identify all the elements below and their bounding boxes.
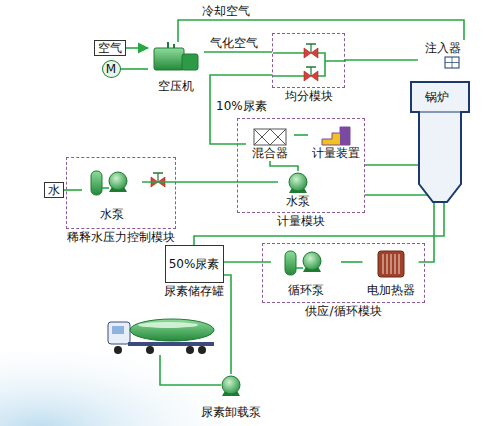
air-compressor: 空压机 xyxy=(148,42,204,94)
pipe-connector xyxy=(121,68,149,70)
node-heading: 尿素储存罐 xyxy=(164,284,224,298)
metering-module: 计量模块混合器计量装置水泵 xyxy=(237,118,365,213)
boiler: 锅炉 xyxy=(405,72,475,207)
unload-hose xyxy=(160,355,221,385)
node-label: 注入器 xyxy=(425,41,461,55)
pipe-connector xyxy=(294,134,308,136)
injector: 注入器 xyxy=(418,40,468,70)
node-label: 水 xyxy=(48,183,60,197)
pipe-connector xyxy=(204,51,272,53)
motor-symbol: M xyxy=(102,60,121,78)
node-label: 空压机 xyxy=(158,79,194,93)
pipe-connector xyxy=(270,161,298,171)
urea-tank: 50%尿素尿素储存罐 xyxy=(165,245,224,283)
node-label: 混合器 xyxy=(252,146,288,160)
cloud-backdrop xyxy=(0,335,270,426)
node-label: 计量模块 xyxy=(277,214,325,228)
node-label: 水泵 xyxy=(100,207,124,221)
node-label: 循环泵 xyxy=(288,283,324,297)
node-label: 均分模块 xyxy=(285,89,333,103)
pipe-connector xyxy=(345,59,418,61)
node-label: 50%尿素 xyxy=(169,257,220,271)
circulation-pump: 循环泵 xyxy=(271,250,341,298)
pipe-connector xyxy=(341,261,363,263)
pipe-connector xyxy=(142,181,278,183)
node-label: 稀释水压力控制模块 xyxy=(67,230,175,244)
electric-heater: 电加热器 xyxy=(363,250,419,298)
unload-pump: 尿素卸载泵 xyxy=(197,374,265,420)
mixer: 混合器 xyxy=(246,127,294,161)
water-pump: 水泵 xyxy=(278,171,318,209)
pressure-valve xyxy=(151,173,165,187)
node-label: M xyxy=(106,62,116,76)
split-module: 均分模块 xyxy=(272,33,345,88)
pipe-connector xyxy=(126,47,148,49)
supply-module: 供应/循环模块循环泵电加热器 xyxy=(262,243,425,303)
dilution-module: 稀释水压力控制模块水泵 xyxy=(66,157,176,229)
splitter-symbol xyxy=(273,34,346,89)
flow-label: 冷却空气 xyxy=(200,4,252,18)
node-label: 尿素卸载泵 xyxy=(201,405,261,419)
node-label: 电加热器 xyxy=(367,283,415,297)
pipe-connector xyxy=(194,195,444,245)
water-inlet: 水 xyxy=(44,182,64,198)
pipe-connector xyxy=(224,261,272,263)
flow-label: 10%尿素 xyxy=(214,99,269,113)
air-inlet: 空气 xyxy=(94,40,126,56)
node-label: 计量装置 xyxy=(312,146,360,160)
node-label: 锅炉 xyxy=(425,90,449,104)
tanker-truck xyxy=(108,319,214,354)
node-label: 水泵 xyxy=(286,194,310,208)
flow-label: 气化空气 xyxy=(208,36,260,50)
water-pump: 水泵 xyxy=(82,170,142,222)
node-label: 供应/循环模块 xyxy=(305,304,381,318)
pipe-connector xyxy=(224,275,232,374)
metering-device: 计量装置 xyxy=(308,125,364,161)
node-label: 空气 xyxy=(98,41,122,55)
